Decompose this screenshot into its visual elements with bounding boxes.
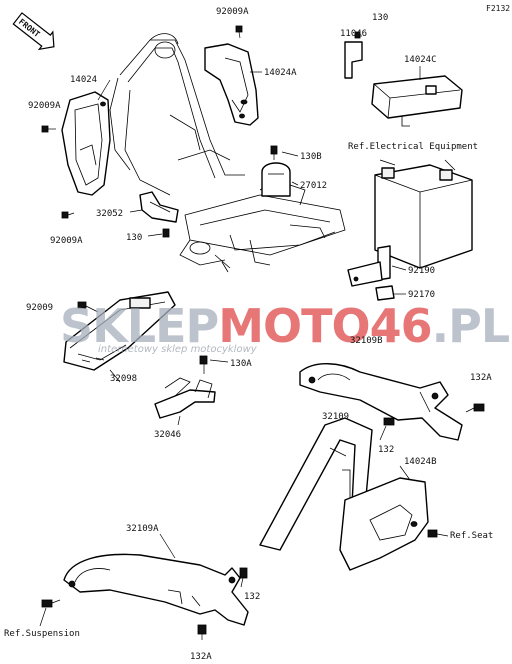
label-130A: 130A [230,359,252,369]
label-32046: 32046 [154,430,181,440]
label-11046: 11046 [340,29,367,39]
part-32098-tray [63,291,176,371]
label-92190: 92190 [408,266,435,276]
part-32109A-frame [63,553,249,626]
watermark-part4: .PL [432,299,510,353]
part-32109B-frame [299,363,463,441]
watermark-text: SKLEPMOTO46.PL [60,299,510,353]
label-32109A: 32109A [126,524,159,534]
label-14024A: 14024A [264,68,297,78]
part-11046-bracket [344,31,363,79]
bolt-132A-bottom [197,624,207,635]
label-ref-suspension: Ref.Suspension [4,629,80,639]
watermark: SKLEPMOTO46.PL internetowy sklep motocyk… [60,299,511,355]
bolt-132-right [383,417,395,426]
label-14024B: 14024B [404,457,437,467]
bolt-92009A-left [41,125,56,133]
part-27012-clip [261,162,291,197]
label-32098: 32098 [110,374,137,384]
label-132-bottom: 132 [244,592,260,602]
label-130-top: 130 [372,13,388,23]
label-132-right: 132 [378,445,394,455]
label-32109: 32109 [322,412,349,422]
part-32052-bracket [139,191,179,223]
front-arrow-badge: FRONT [12,12,55,51]
label-27012: 27012 [300,181,327,191]
label-130-mid: 130 [126,233,142,243]
label-ref-electrical: Ref.Electrical Equipment [348,142,478,152]
front-arrow-shape [12,12,55,51]
watermark-tagline: internetowy sklep motocyklowy [98,344,258,355]
bolt-92009A-bottom [61,211,75,219]
label-132A-right: 132A [470,373,492,383]
part-92190-strap [347,245,391,287]
part-32046-bracket [154,377,216,419]
label-ref-seat: Ref.Seat [450,531,493,541]
label-92170: 92170 [408,290,435,300]
bolt-92009 [77,301,99,313]
bolt-130-mid [162,228,170,238]
bolt-ref-seat [427,529,449,538]
battery [374,159,473,269]
part-92170-collar [375,285,395,301]
part-14024C-box [371,75,463,127]
watermark-part3: 46 [370,299,432,353]
leader-lines [39,35,421,640]
bolt-132A-right [465,403,485,413]
bolt-130A [199,355,208,374]
label-32109B: 32109B [350,336,383,346]
bolt-132-bottom [239,567,248,579]
bolt-suspension [41,599,61,608]
part-14024-cover [61,91,111,196]
watermark-part1: SKLEP [60,299,218,353]
part-14024A-cover [204,43,259,126]
watermark-part2: MOTO [218,299,369,353]
label-92009A-left: 92009A [28,101,61,111]
label-92009A-top: 92009A [216,7,249,17]
bolt-92009A-top [235,25,243,39]
label-14024: 14024 [70,75,97,85]
label-14024C: 14024C [404,55,437,65]
page-code: F2132 [486,4,510,13]
frame-sketch [109,33,346,273]
label-92009A-bottom: 92009A [50,236,83,246]
label-130B: 130B [300,152,322,162]
bolt-130B [270,145,278,160]
label-92009: 92009 [26,303,53,313]
label-132A-bottom: 132A [190,652,212,662]
part-14024B-cover [339,477,429,571]
label-32052: 32052 [96,209,123,219]
